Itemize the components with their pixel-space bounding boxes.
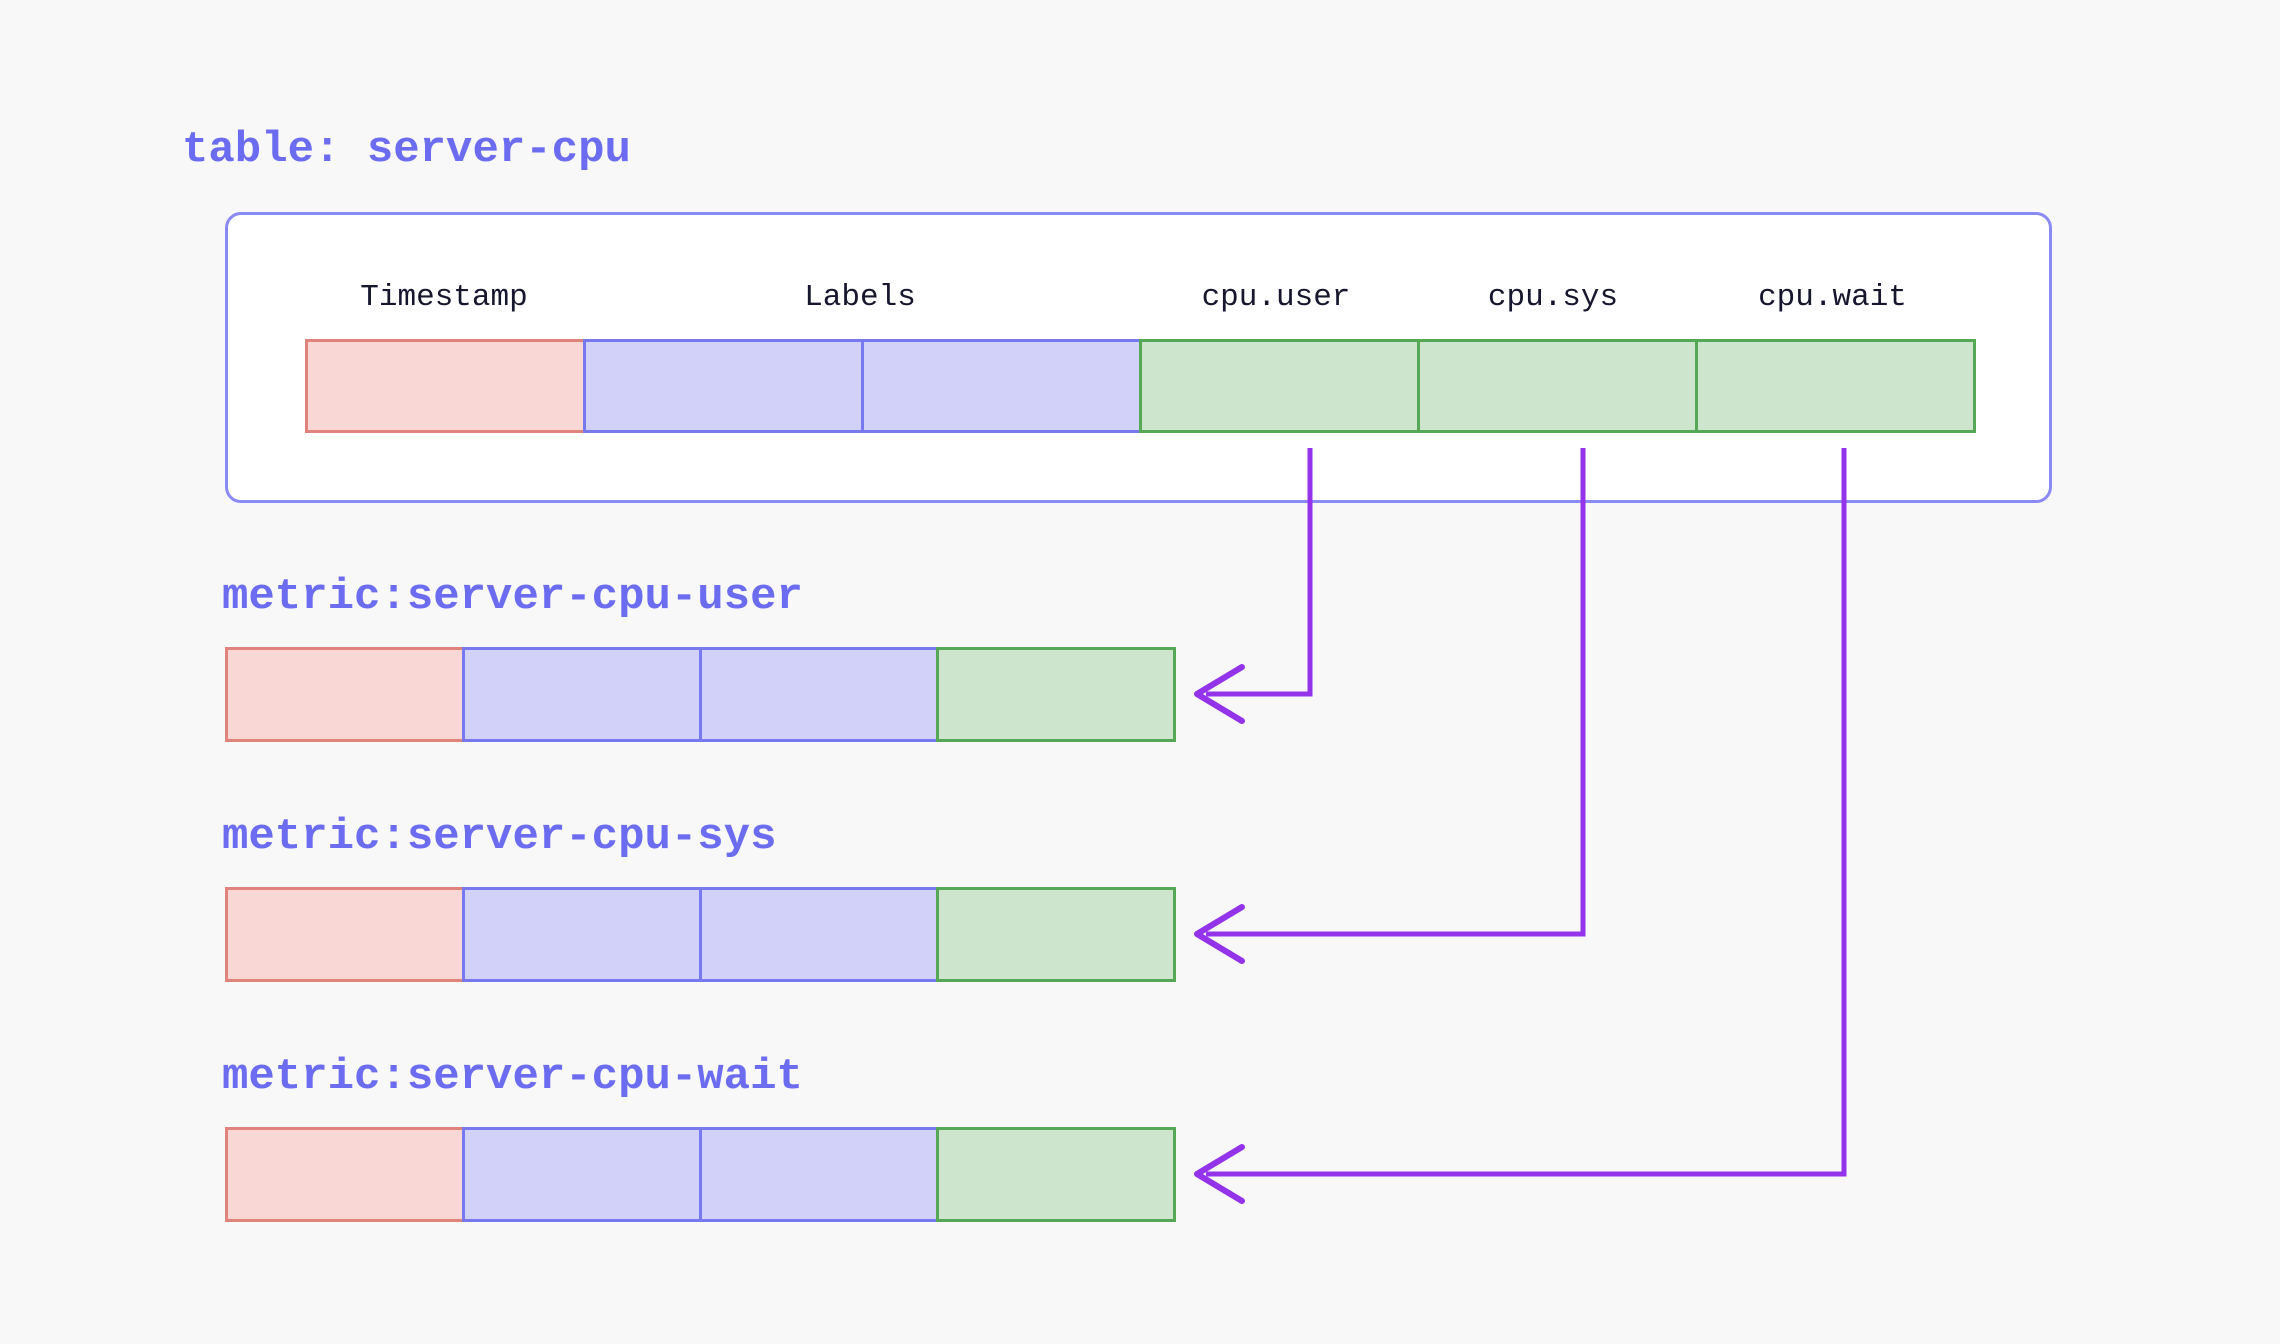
field-cell-cpu-sys — [1417, 339, 1698, 433]
metric-title-cpu-user: metric:server-cpu-user — [222, 572, 803, 622]
metric-row-cpu-user — [225, 647, 1179, 742]
labels-cell — [462, 887, 702, 982]
field-cell — [936, 887, 1176, 982]
column-header-cpu-sys: cpu.sys — [1487, 280, 1619, 315]
labels-cell — [699, 647, 939, 742]
table-row — [305, 339, 1976, 433]
labels-cell — [583, 339, 864, 433]
arrow-cpu-wait-head — [1194, 1144, 1245, 1204]
column-header-labels: Labels — [804, 280, 916, 315]
column-header-cpu-user: cpu.user — [1201, 280, 1351, 315]
column-header-timestamp: Timestamp — [360, 280, 528, 315]
arrow-cpu-wait-line — [1206, 448, 1847, 1177]
field-cell — [936, 647, 1176, 742]
arrow-cpu-sys-line — [1206, 448, 1586, 937]
table-title: table: server-cpu — [182, 125, 631, 175]
column-header-cpu-wait: cpu.wait — [1758, 280, 1907, 315]
timestamp-cell — [305, 339, 586, 433]
timestamp-cell — [225, 887, 465, 982]
timestamp-cell — [225, 1127, 465, 1222]
field-cell-cpu-wait — [1695, 339, 1976, 433]
labels-cell — [699, 887, 939, 982]
metric-title-cpu-wait: metric:server-cpu-wait — [222, 1052, 803, 1102]
timestamp-cell — [225, 647, 465, 742]
labels-cell — [861, 339, 1142, 433]
field-cell-cpu-user — [1139, 339, 1420, 433]
labels-cell — [462, 647, 702, 742]
field-cell — [936, 1127, 1176, 1222]
metric-title-cpu-sys: metric:server-cpu-sys — [222, 812, 777, 862]
labels-cell — [462, 1127, 702, 1222]
arrow-cpu-user-head — [1194, 664, 1245, 724]
metric-row-cpu-sys — [225, 887, 1179, 982]
metric-row-cpu-wait — [225, 1127, 1179, 1222]
labels-cell — [699, 1127, 939, 1222]
arrow-cpu-sys-head — [1194, 904, 1245, 964]
